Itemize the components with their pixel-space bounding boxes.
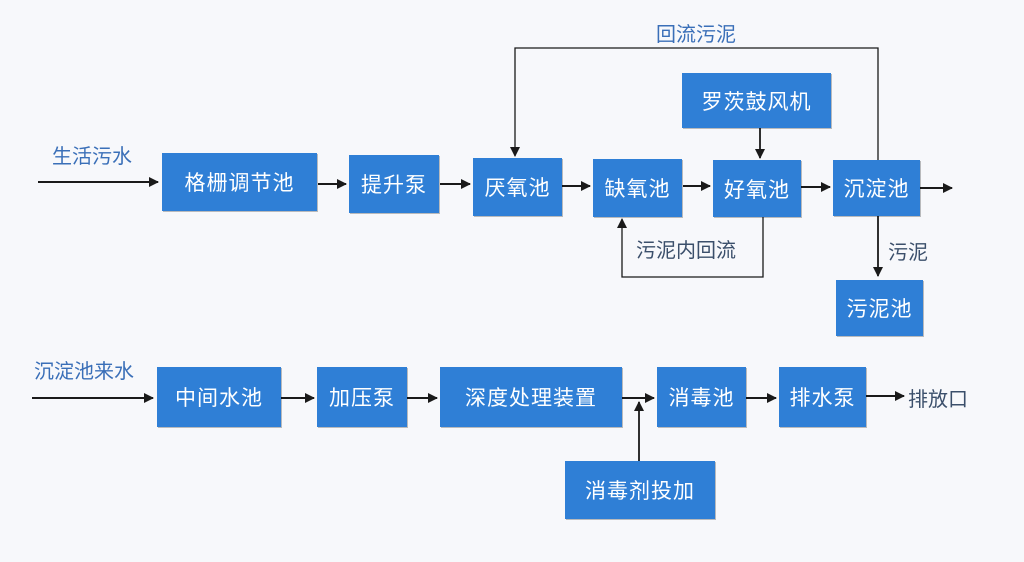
process-box-lift-pump: 提升泵 bbox=[349, 155, 439, 213]
internal-return-line bbox=[617, 217, 764, 278]
process-box-drain-pump: 排水泵 bbox=[779, 367, 866, 427]
process-box-roots-blower: 罗茨鼓风机 bbox=[682, 73, 831, 128]
process-box-booster-pump: 加压泵 bbox=[317, 367, 407, 427]
input-label-row2: 沉淀池来水 bbox=[34, 359, 134, 383]
process-box-disinfectant-dosing: 消毒剂投加 bbox=[565, 461, 715, 519]
input-label-row1: 生活污水 bbox=[52, 144, 132, 168]
process-box-grille-tank: 格栅调节池 bbox=[162, 153, 317, 211]
process-box-advanced-treatment: 深度处理装置 bbox=[440, 367, 622, 427]
process-box-aerobic-tank: 好氧池 bbox=[713, 160, 801, 217]
process-box-sludge-tank: 污泥池 bbox=[836, 280, 923, 336]
internal-return-label: 污泥内回流 bbox=[636, 238, 736, 262]
process-box-anaerobic-tank: 厌氧池 bbox=[473, 158, 562, 216]
outlet-label: 排放口 bbox=[908, 387, 968, 411]
process-box-intermediate-tank: 中间水池 bbox=[157, 367, 281, 427]
process-box-anoxic-tank: 缺氧池 bbox=[593, 159, 682, 217]
process-box-sedimentation-tank: 沉淀池 bbox=[833, 160, 920, 216]
process-box-disinfection-tank: 消毒池 bbox=[657, 367, 746, 427]
return-sludge-line bbox=[510, 47, 879, 160]
sludge-label: 污泥 bbox=[888, 240, 928, 264]
return-sludge-label: 回流污泥 bbox=[656, 22, 736, 46]
